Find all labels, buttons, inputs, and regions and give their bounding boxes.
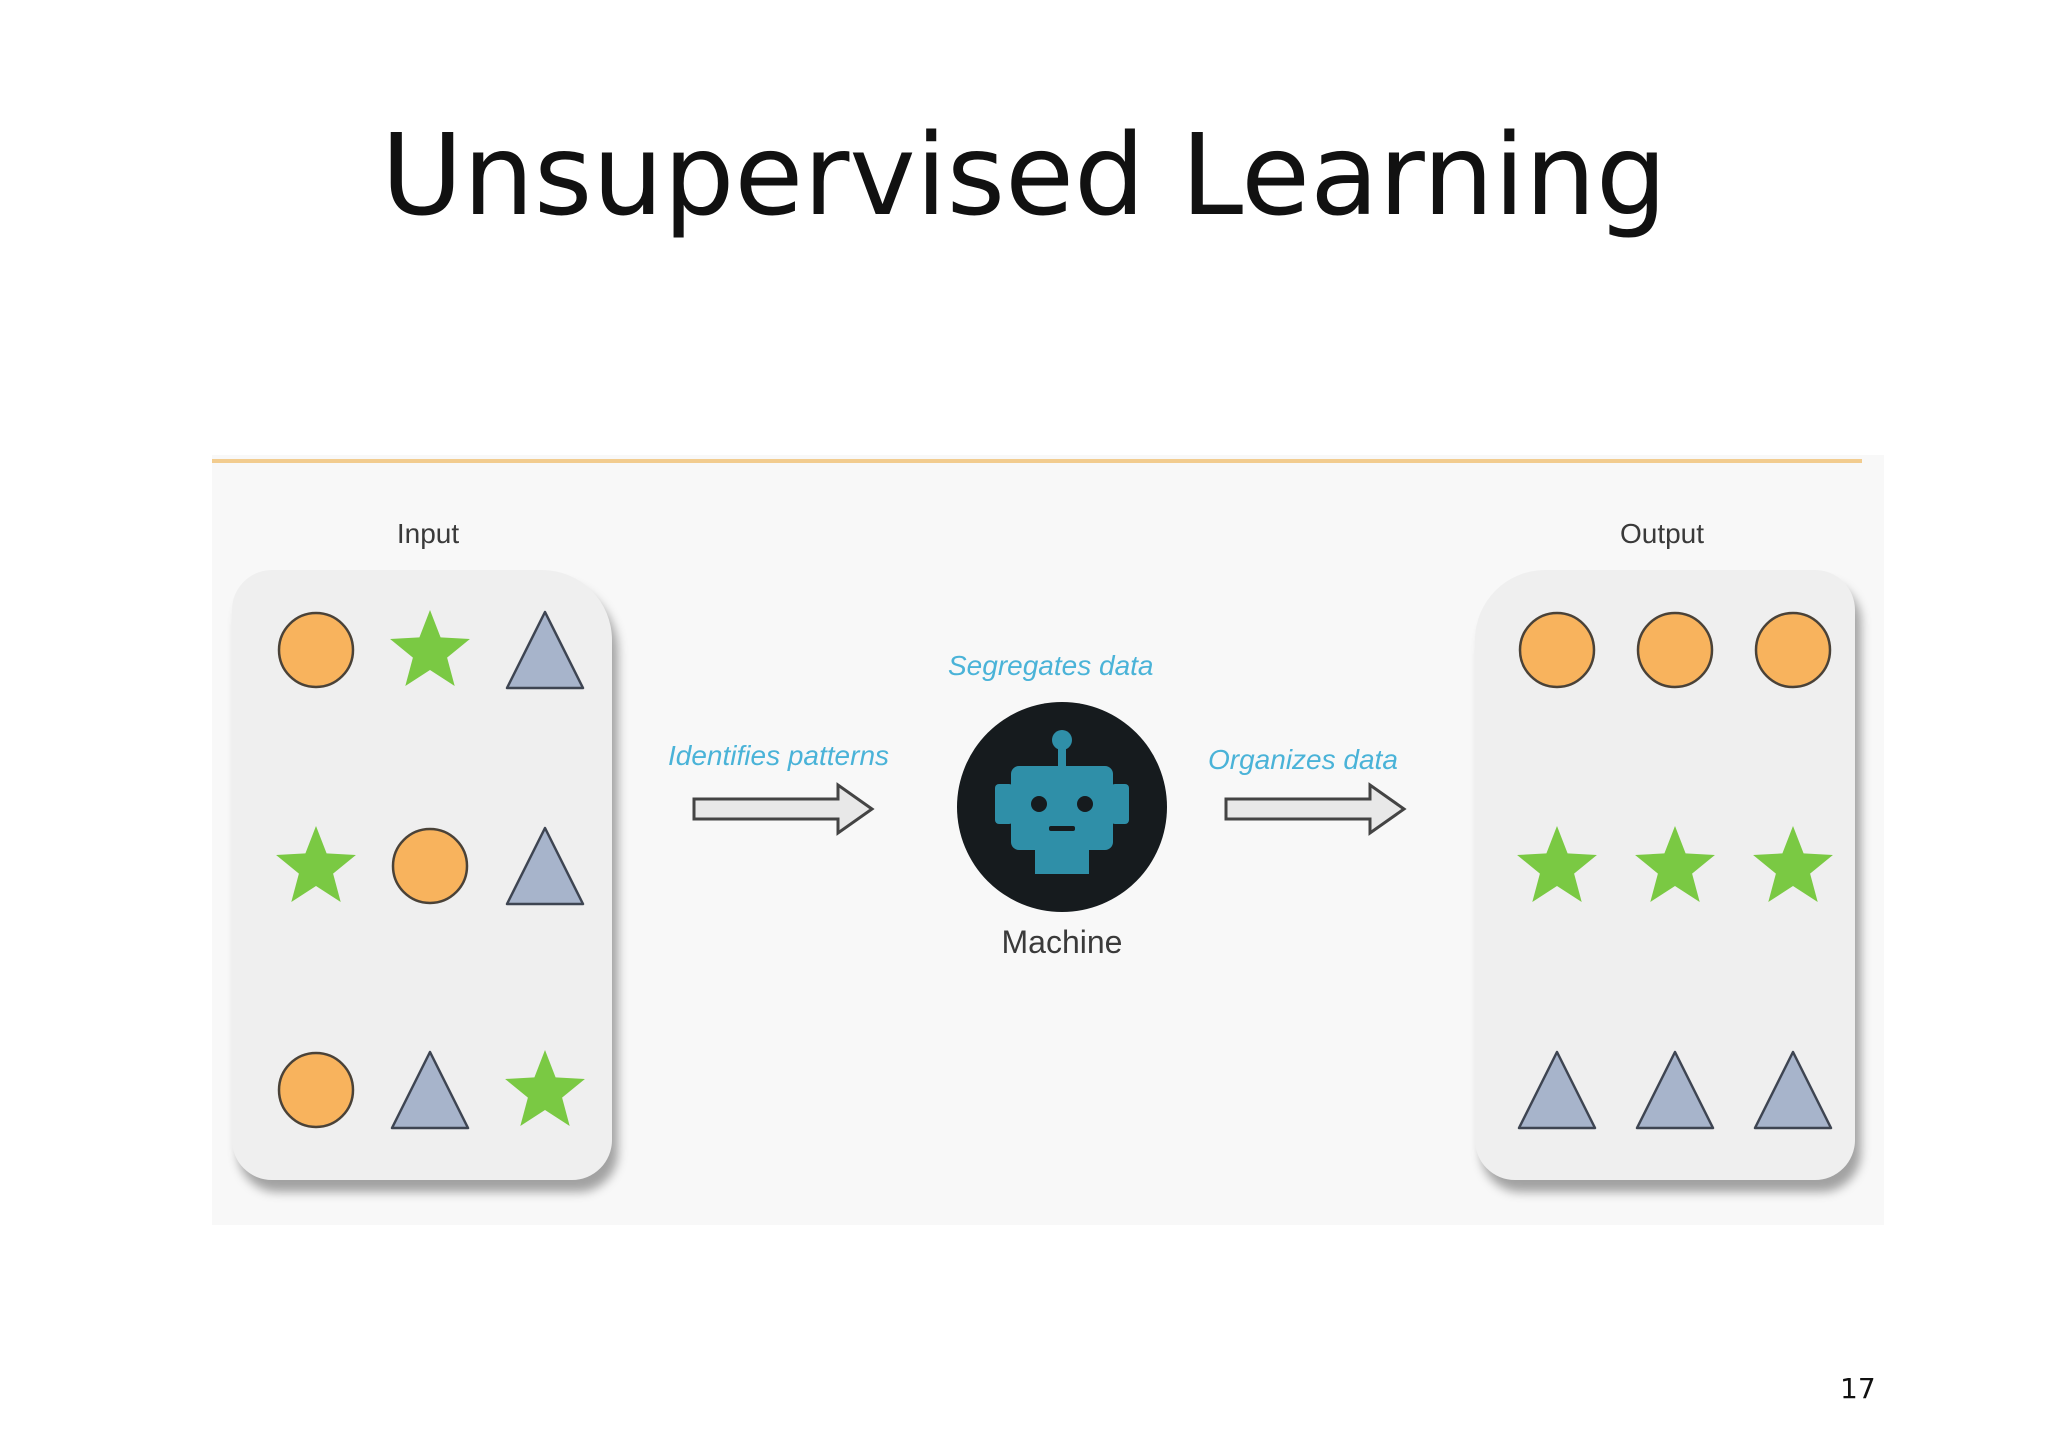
output-triangle-icon (1753, 1050, 1833, 1130)
output-label: Output (1619, 518, 1705, 549)
input-star-icon (390, 610, 470, 686)
output-triangle-icon (1517, 1050, 1597, 1130)
input-circle-icon (277, 611, 355, 689)
input-label: Input (396, 518, 460, 549)
slide-title: Unsupervised Learning (381, 111, 1667, 241)
arrow-right-icon (692, 782, 875, 836)
segregates-data-label: Segregates data (948, 650, 1154, 681)
organizes-data-label: Organizes data (1208, 744, 1398, 775)
output-circle-icon (1636, 611, 1714, 689)
output-circle-icon (1518, 611, 1596, 689)
input-circle-icon (391, 827, 469, 905)
output-triangle-icon (1635, 1050, 1715, 1130)
input-star-icon (505, 1050, 585, 1126)
output-star-icon (1517, 826, 1597, 902)
input-triangle-icon (505, 826, 585, 906)
arrow-right-icon (1224, 782, 1407, 836)
output-star-icon (1635, 826, 1715, 902)
diagram-top-rule (212, 459, 1862, 463)
input-circle-icon (277, 1051, 355, 1129)
output-circle-icon (1754, 611, 1832, 689)
identifies-patterns-label: Identifies patterns (668, 740, 890, 771)
input-triangle-icon (505, 610, 585, 690)
robot-icon (957, 702, 1167, 912)
page-number: 17 (1840, 1372, 1876, 1405)
output-star-icon (1753, 826, 1833, 902)
input-triangle-icon (390, 1050, 470, 1130)
input-star-icon (276, 826, 356, 902)
machine-label: Machine (1001, 924, 1123, 960)
